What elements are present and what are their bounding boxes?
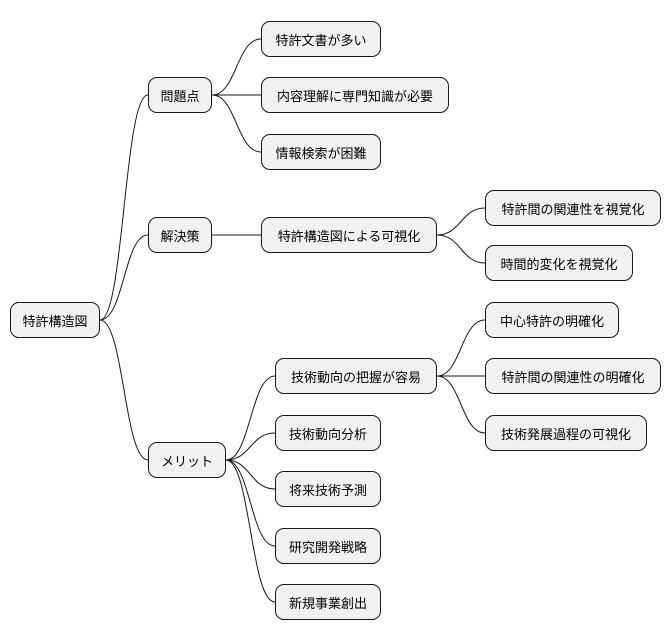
- merit-item[interactable]: 新規事業創出: [275, 584, 381, 620]
- merit-item[interactable]: 技術動向の把握が容易: [275, 358, 437, 394]
- merit-item[interactable]: 将来技術予測: [275, 471, 381, 507]
- connector-line: [225, 459, 276, 603]
- connector-line: [225, 432, 276, 461]
- solution-item[interactable]: 特許構造図による可視化: [261, 217, 437, 253]
- problem-item[interactable]: 内容理解に専門知識が必要: [261, 77, 449, 113]
- merit-item[interactable]: 技術動向分析: [275, 415, 381, 451]
- connector-line: [225, 375, 276, 461]
- connector-line: [99, 94, 149, 321]
- connector-line: [225, 459, 276, 490]
- connector-line: [99, 234, 149, 321]
- merit-item[interactable]: 研究開発戦略: [275, 528, 381, 564]
- merit-detail[interactable]: 中心特許の明確化: [485, 302, 619, 338]
- branch-merits[interactable]: メリット: [148, 442, 226, 478]
- problem-item[interactable]: 特許文書が多い: [261, 21, 381, 57]
- connector-line: [436, 207, 486, 236]
- problem-item[interactable]: 情報検索が困難: [261, 134, 381, 170]
- connector-line: [436, 319, 486, 377]
- connector-line: [211, 38, 262, 96]
- connector-line: [436, 375, 486, 434]
- merit-detail[interactable]: 特許間の関連性の明確化: [485, 358, 661, 394]
- solution-detail[interactable]: 特許間の関連性を視覚化: [485, 190, 661, 226]
- merit-detail[interactable]: 技術発展過程の可視化: [485, 415, 647, 451]
- connector-line: [99, 319, 149, 461]
- solution-detail[interactable]: 時間的変化を視覚化: [485, 245, 633, 281]
- connector-line: [225, 459, 276, 547]
- root-node[interactable]: 特許構造図: [10, 302, 100, 338]
- connector-line: [211, 94, 262, 153]
- connector-line: [436, 234, 486, 264]
- branch-solution[interactable]: 解決策: [148, 217, 212, 253]
- branch-problems[interactable]: 問題点: [148, 77, 212, 113]
